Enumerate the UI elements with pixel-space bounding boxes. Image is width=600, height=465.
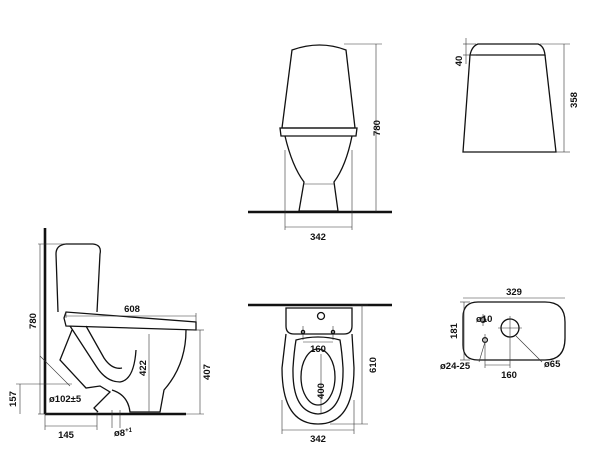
side-bolt-value: ø8	[114, 428, 125, 439]
tank-top-outline	[462, 301, 566, 361]
side-outlet-outline	[59, 329, 112, 413]
side-view: 780 608 422 407 157 ø102±5 145 ø8+1	[8, 228, 213, 441]
tank-body-outline	[462, 54, 557, 153]
front-height-label: 780	[372, 120, 383, 136]
top-bowl-outline	[281, 333, 355, 425]
side-bowl-outer	[111, 329, 187, 413]
front-tank-outline	[281, 44, 356, 129]
tank-top-d65-label: ø65	[544, 359, 561, 370]
side-outlet-label: ø102±5	[49, 394, 82, 405]
tank-top-view: 329 181 ø10 ø24-25 160 ø65	[440, 287, 566, 381]
tank-lid-label: 40	[454, 56, 465, 67]
tank-view: 40 358	[454, 38, 580, 153]
side-height-label: 780	[28, 313, 39, 329]
side-outlet-axis	[39, 355, 71, 387]
side-tank-outline	[55, 243, 101, 313]
top-tank-outline	[285, 307, 353, 335]
top-flush-button	[316, 311, 326, 321]
side-157-label: 157	[8, 391, 19, 407]
side-trap-inner2	[85, 325, 123, 369]
front-view: 780 342	[248, 43, 392, 243]
side-length-label: 608	[124, 304, 140, 315]
side-145-label: 145	[58, 430, 75, 441]
top-view: 160 400 610 342	[248, 303, 392, 445]
tank-top-160-label: 160	[501, 370, 517, 381]
top-seat-outline	[292, 336, 344, 415]
tank-top-181-label: 181	[449, 322, 460, 339]
tank-top-d24-label: ø24-25	[440, 361, 471, 372]
side-bolt-label: ø8+1	[114, 428, 133, 439]
tank-lid-outline	[469, 43, 546, 56]
tank-height-label: 358	[569, 92, 580, 108]
side-bolt-tolerance: +1	[125, 428, 133, 434]
front-seat-band	[279, 127, 358, 137]
tank-top-329-label: 329	[506, 287, 522, 298]
side-422-label: 422	[138, 360, 149, 376]
top-160-label: 160	[310, 344, 326, 355]
front-width-label: 342	[310, 232, 326, 243]
side-seat-outline	[63, 311, 197, 331]
tank-top-d10-label: ø10	[476, 314, 492, 325]
top-342-label: 342	[310, 434, 326, 445]
front-bowl-outline	[284, 135, 353, 212]
top-seat-opening	[300, 348, 336, 406]
top-400-label: 400	[316, 383, 327, 399]
side-trap-inner	[69, 325, 137, 383]
side-407-label: 407	[202, 364, 213, 380]
top-610-label: 610	[368, 357, 379, 373]
